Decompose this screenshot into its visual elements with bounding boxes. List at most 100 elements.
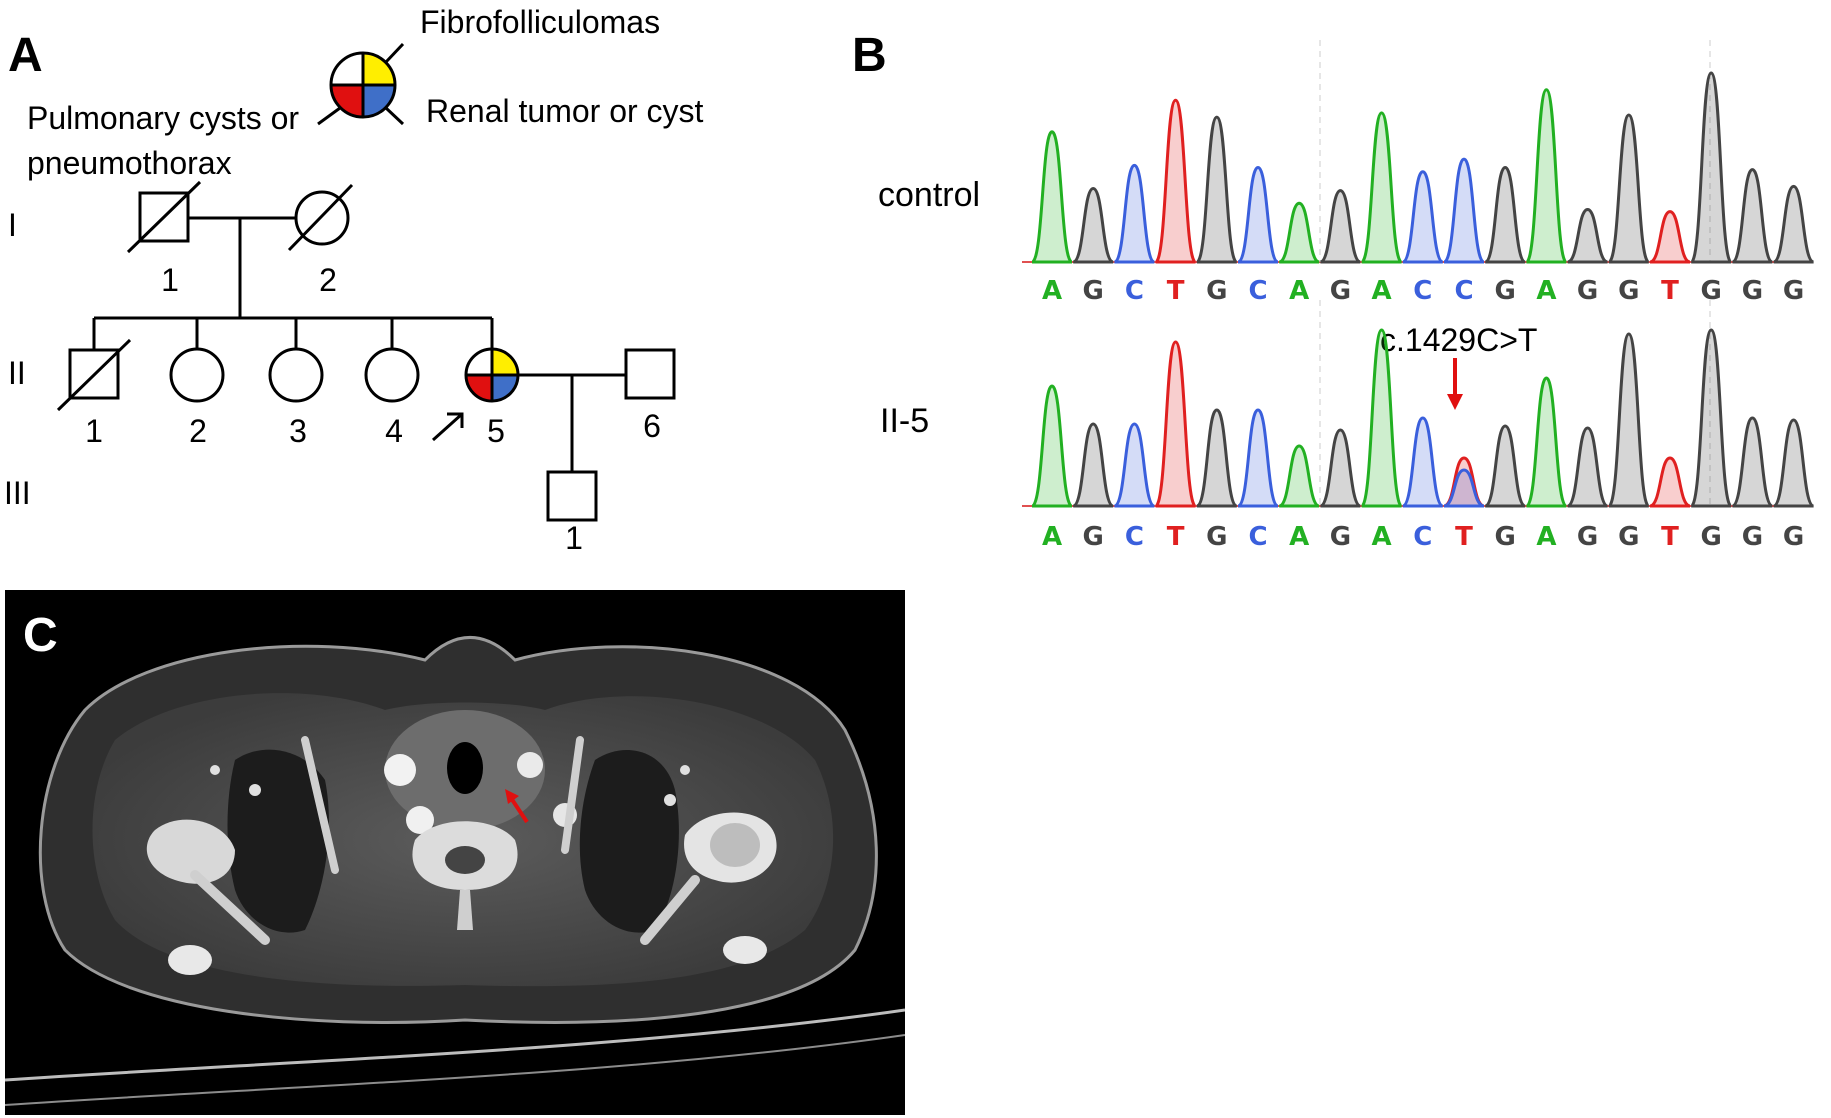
base-call: A [1289, 522, 1310, 552]
chromatogram-peak-G [1689, 71, 1733, 264]
chromatogram-peak-G [1072, 422, 1115, 508]
chromatogram-peak-A [1360, 111, 1404, 264]
base-call: C [1413, 522, 1433, 552]
chromatogram-peak-G [1484, 424, 1527, 508]
chromatogram-peak-T [1154, 98, 1198, 264]
base-call: C [1248, 276, 1268, 306]
chromatogram-peak-A [1524, 376, 1568, 508]
chromatogram-peak-G [1607, 113, 1651, 264]
pedigree-number-ii3: 3 [289, 413, 307, 449]
base-call: G [1700, 276, 1722, 306]
chromatogram-peak-A [1278, 444, 1320, 508]
legend-pulmonary-line1: Pulmonary cysts or [27, 100, 300, 136]
base-call: T [1455, 522, 1473, 552]
pedigree-ii6-male [624, 348, 676, 400]
base-call: G [1576, 276, 1599, 306]
panel-label-a: A [8, 29, 43, 82]
generation-label-1: I [8, 207, 17, 243]
pedigree-number-ii6: 6 [643, 408, 661, 444]
chromatogram-peak-A [1524, 88, 1568, 264]
pedigree-number-ii4: 4 [385, 413, 403, 449]
legend-fibrofolliculomas: Fibrofolliculomas [420, 4, 661, 40]
pedigree-chart [56, 180, 676, 522]
base-call: G [1782, 522, 1805, 552]
base-call: G [1741, 522, 1764, 552]
pedigree-ii3-female [268, 347, 324, 403]
base-call: C [1124, 276, 1144, 306]
base-call: G [1741, 276, 1764, 306]
base-call: G [1576, 522, 1599, 552]
chromatogram-peak-C [1401, 416, 1445, 508]
chromatogram-peak-secondary-C [1443, 468, 1485, 508]
base-call: T [1166, 276, 1185, 306]
ct-scan-drawing [5, 636, 905, 1106]
pedigree-number-iii1: 1 [565, 520, 583, 556]
control-label: control [878, 176, 981, 214]
chromatogram-peak-G [1319, 189, 1362, 264]
patient-label: II-5 [880, 402, 930, 440]
pedigree-number-i1: 1 [161, 262, 179, 298]
chromatogram-peak-G [1072, 186, 1115, 264]
legend-symbol [317, 42, 405, 126]
chromatogram-peak-T [1649, 456, 1691, 508]
pedigree-ii2-female [169, 347, 225, 403]
chromatogram-peak-G [1730, 416, 1774, 508]
base-call: C [1248, 522, 1268, 552]
chromatogram-peak-G [1689, 328, 1733, 508]
base-call: G [1782, 276, 1805, 306]
chromatogram-peak-T [1649, 210, 1691, 264]
base-call: A [1041, 522, 1063, 552]
base-call: G [1082, 522, 1104, 552]
chromatogram-peak-G [1730, 168, 1774, 264]
chromatogram-peak-C [1236, 165, 1280, 264]
chromatogram-control [1022, 40, 1815, 264]
chromatogram-peak-A [1278, 201, 1320, 264]
base-call: T [1166, 522, 1185, 552]
pedigree-number-ii2: 2 [189, 413, 207, 449]
chromatogram-peak-G [1483, 165, 1527, 264]
chromatogram-peak-A [1030, 384, 1074, 508]
base-call: A [1041, 276, 1063, 306]
panel-label-b: B [852, 29, 887, 82]
chromatogram-peak-G [1566, 426, 1609, 508]
base-call: G [1618, 276, 1640, 306]
base-call: G [1700, 522, 1722, 552]
generation-label-2: II [8, 355, 26, 391]
pedigree-iii1-male [546, 470, 598, 522]
chromatogram-peak-G [1607, 332, 1651, 508]
chromatogram-peak-G [1319, 428, 1362, 508]
pedigree-ii4-female [364, 347, 420, 403]
base-call: C [1413, 276, 1433, 306]
chromatogram-peak-C [1401, 170, 1445, 264]
pedigree-ii1-male-deceased [68, 348, 120, 400]
mutation-arrow [1447, 358, 1463, 410]
chromatogram-peak-C [1112, 163, 1156, 264]
base-call: G [1494, 522, 1516, 552]
generation-label-3: III [4, 475, 31, 511]
base-call: A [1371, 522, 1392, 552]
base-call: G [1618, 522, 1640, 552]
base-call: G [1206, 276, 1228, 306]
chromatogram-peak-A [1030, 130, 1074, 264]
base-call: T [1661, 276, 1679, 306]
base-call: G [1494, 276, 1516, 306]
base-call: A [1289, 276, 1310, 306]
pedigree-number-ii5: 5 [487, 413, 505, 449]
legend-quadrant-fibro [363, 53, 395, 85]
chromatogram-peak-G [1195, 408, 1239, 508]
ct-scan-image: C [5, 590, 905, 1115]
chromatogram-peak-G [1772, 418, 1815, 508]
chromatogram-peak-G [1772, 184, 1815, 264]
legend-quadrant-pulm [331, 85, 363, 117]
chromatogram-peak-C [1236, 408, 1280, 508]
base-call: G [1206, 522, 1228, 552]
base-call: A [1536, 522, 1557, 552]
chromatogram-peak-C [1442, 157, 1486, 264]
chromatogram-peak-G [1566, 207, 1609, 264]
pedigree-number-i2: 2 [319, 262, 337, 298]
chromatogram-peak-C [1113, 422, 1156, 508]
legend-quadrant-renal [363, 85, 395, 117]
mutation-label: c.1429C>T [1380, 322, 1538, 358]
pedigree-ii5-proband [464, 347, 520, 403]
base-call: G [1329, 276, 1352, 306]
